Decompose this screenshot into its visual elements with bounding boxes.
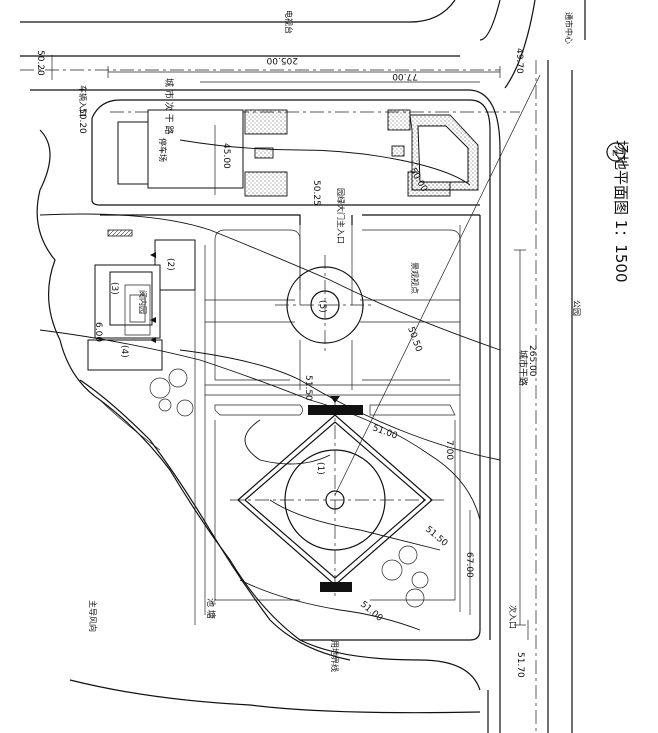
elev-top-left: 50.20 — [35, 50, 45, 76]
elev-top-right: 49.70 — [514, 48, 524, 74]
planter-2 — [254, 147, 274, 159]
park-label: 公园 — [572, 300, 581, 316]
pond-label: 池 塘 — [205, 598, 217, 619]
dim-parking: 45.00 — [221, 143, 231, 169]
sight-line — [334, 74, 541, 496]
planter-5 — [391, 145, 405, 157]
building-4-label: (4) — [119, 345, 129, 358]
canteen-label: 阅内园 — [138, 290, 148, 314]
viewpoint-label: 景观视点 — [410, 262, 420, 294]
right-road-label: 城市干路 — [517, 350, 529, 386]
pond-banks — [36, 129, 481, 714]
entrance-bar-top — [308, 405, 363, 415]
vehicle-entrance-label: 车辆入口 — [78, 85, 88, 117]
main-gate-label: 园绿大门主入口 — [336, 188, 346, 244]
boundary-label: 用地界线 — [330, 640, 340, 672]
walkways — [214, 229, 461, 601]
building-2-label: (2) — [165, 258, 175, 271]
contour-label-2: 50.50 — [405, 326, 423, 354]
contour-label-3: 51.00 — [371, 423, 399, 441]
contour-lines — [39, 139, 501, 631]
contour-label-5: 51.00 — [358, 600, 384, 624]
elev-vehicle-entry: 50.20 — [77, 108, 87, 134]
elev-main-gate: 50.25 — [311, 180, 321, 206]
building-3-label: (3) — [109, 282, 119, 295]
dim-top-length: 205.00 — [266, 55, 298, 65]
plan-title: 场地平面图 1：1500 — [612, 140, 630, 283]
north-arrow-icon — [606, 142, 626, 162]
elev-bottom-right: 51.70 — [515, 652, 525, 678]
building-1-label: (1) — [315, 462, 325, 475]
secondary-entrance-label: 次入口 — [508, 605, 518, 629]
dim-small-gap: 7.00 — [444, 440, 454, 460]
wind-label: 主导风向 — [88, 600, 98, 632]
planter-3 — [244, 171, 288, 197]
contour-label-4: 51.50 — [423, 525, 449, 549]
plaza-inner — [417, 125, 469, 183]
road-edges — [20, 0, 586, 733]
dim-lower-gap: 67.00 — [464, 552, 474, 578]
dim-top-offset: 77.00 — [392, 71, 418, 81]
planter-1 — [244, 109, 288, 135]
dimension-lines — [51, 55, 529, 640]
top-road-label: 城 市 次 干 路 — [163, 78, 175, 134]
building-5-label: (5) — [317, 300, 327, 313]
hatch-strip — [107, 229, 133, 237]
north-label: N — [612, 149, 618, 158]
main-plaza — [230, 396, 445, 600]
dim-side-gap: 6.00 — [93, 322, 103, 342]
parking-label: 停车场 — [158, 138, 168, 162]
trees — [149, 368, 429, 608]
entrance-bar-bottom — [320, 582, 352, 592]
roundabout — [275, 255, 375, 355]
tv-tower-label: 电视台 — [284, 10, 294, 34]
parking-area — [147, 109, 244, 189]
city-center-label: 通市中心 — [564, 12, 574, 44]
dim-right-length: 265.00 — [527, 345, 537, 377]
elev-mid-left: 51.50 — [303, 375, 313, 401]
planter-4 — [387, 109, 411, 131]
